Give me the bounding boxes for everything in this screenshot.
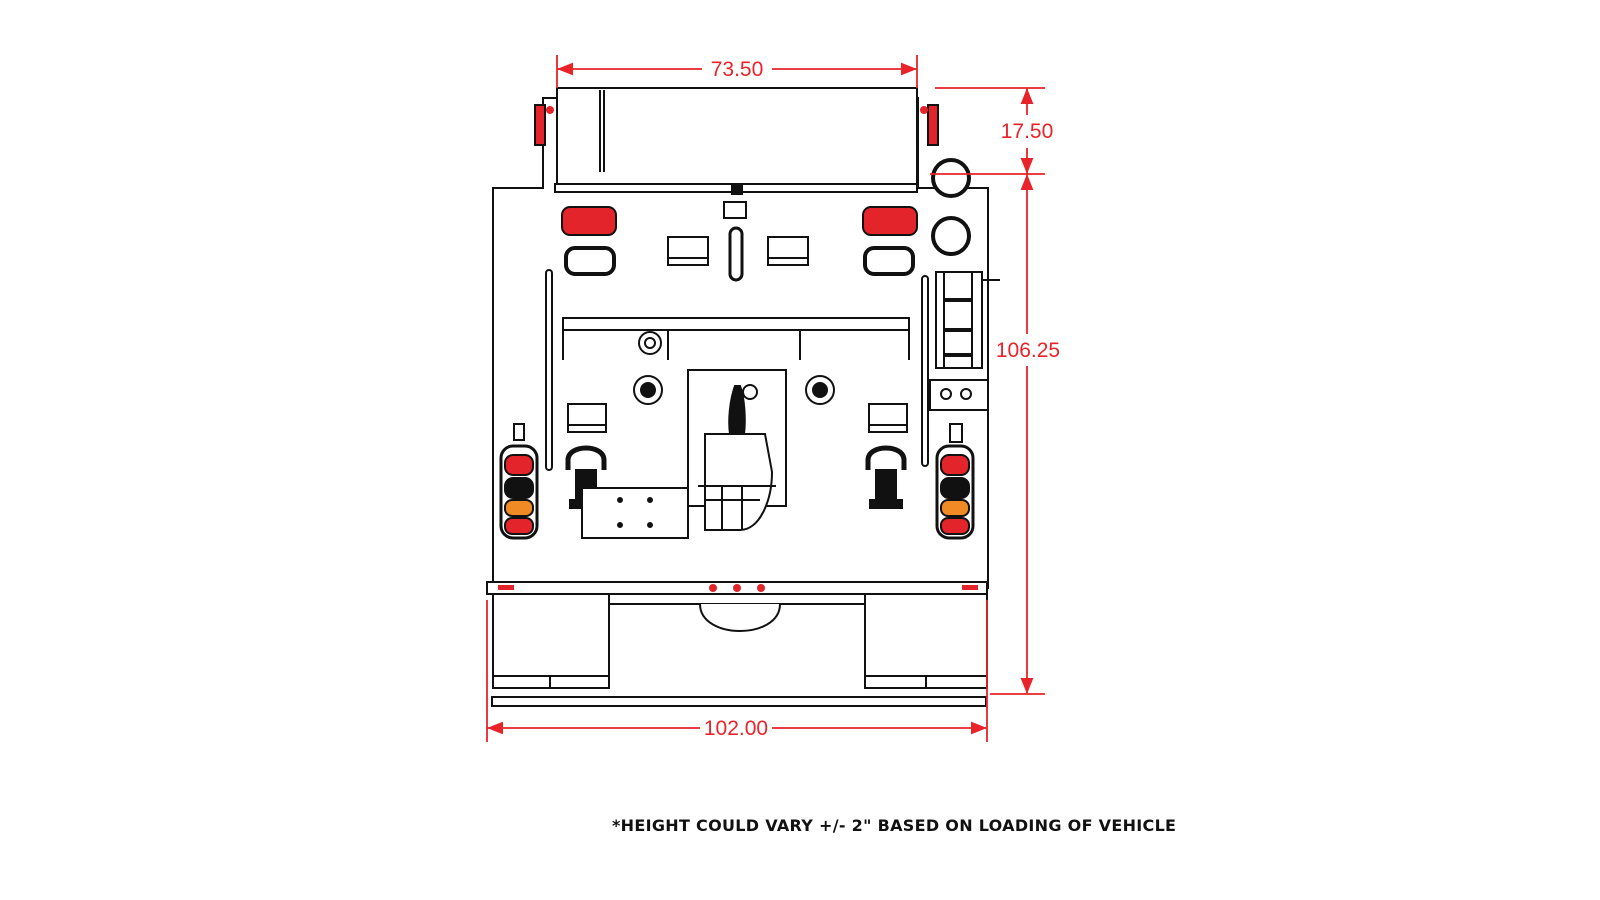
suction-inlet-lower	[931, 216, 971, 256]
right-rear-wheels	[864, 593, 988, 689]
left-rear-wheels	[492, 593, 610, 689]
dimension-annotations	[486, 55, 1045, 742]
rear-axle-housing	[699, 603, 781, 632]
top-left-marker-light	[534, 104, 546, 146]
dimension-body-height: 106.25	[996, 339, 1060, 362]
top-compartment	[556, 87, 918, 185]
left-turn-signal	[504, 499, 534, 517]
rear-step-shelf	[562, 317, 910, 331]
truck-body	[486, 87, 1000, 707]
upper-right-warning-light	[862, 206, 918, 236]
dimension-top-width: 73.50	[711, 58, 764, 81]
suction-inlet-upper	[931, 158, 971, 198]
ground-line	[491, 696, 987, 707]
upper-left-warning-light	[561, 206, 617, 236]
right-turn-signal	[940, 499, 970, 517]
height-variation-note: *HEIGHT COULD VARY +/- 2" BASED ON LOADI…	[612, 816, 1177, 835]
left-tow-hook	[565, 445, 607, 470]
dimension-light-bar-height: 17.50	[1001, 120, 1054, 143]
dimension-overall-width: 102.00	[704, 717, 768, 740]
top-right-marker-light	[927, 104, 939, 146]
right-tow-hook	[865, 445, 907, 470]
